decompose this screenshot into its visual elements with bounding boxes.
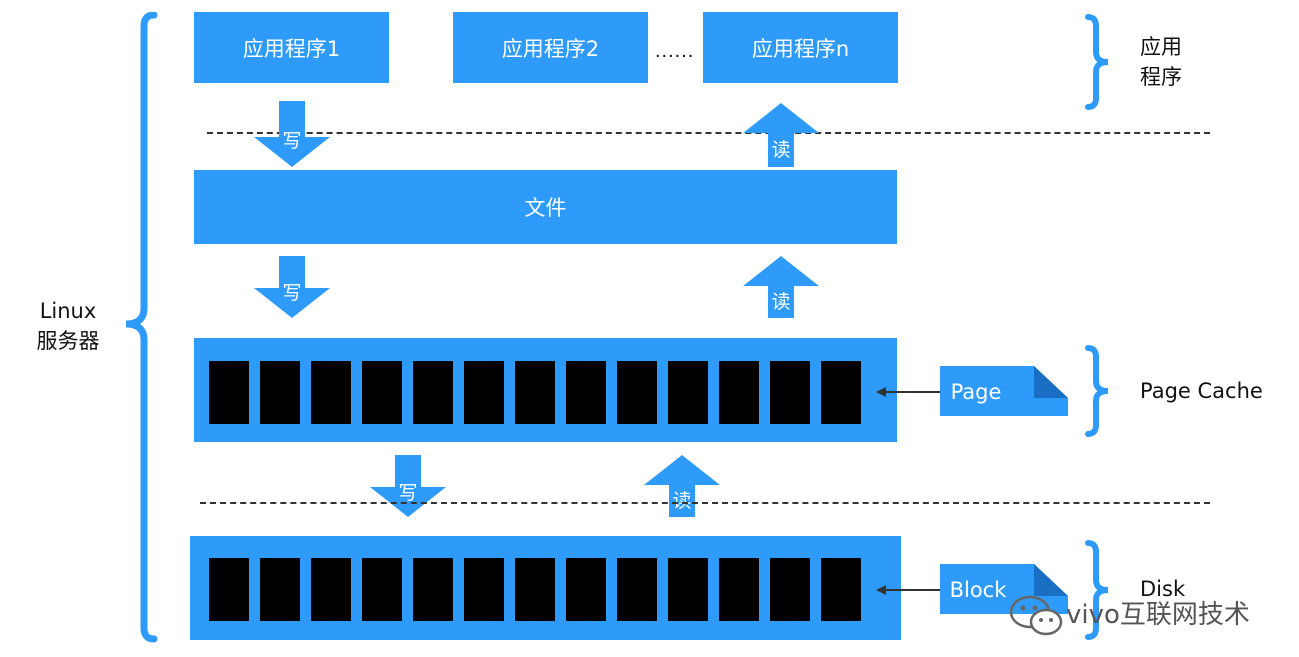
- disk-block: [311, 558, 351, 621]
- app-brace: [1085, 14, 1109, 110]
- disk-label: Disk: [1140, 577, 1186, 601]
- linux-label-line1: Linux: [39, 299, 97, 323]
- page-block: [770, 361, 810, 424]
- write-arrow-2-label: 写: [282, 282, 301, 304]
- read-arrow-3-label: 读: [672, 490, 691, 512]
- app2-label: 应用程序2: [501, 36, 600, 61]
- disk-block: [515, 558, 555, 621]
- block-tag: Block: [876, 564, 1068, 614]
- page-block: [515, 361, 555, 424]
- page-cache-label: Page Cache: [1140, 379, 1263, 403]
- page-cache-blocks: [209, 361, 861, 424]
- page-tag-label: Page: [951, 380, 1002, 404]
- read-arrow-2-label: 读: [771, 291, 790, 313]
- appn-box: 应用程序n: [703, 12, 898, 83]
- disk-block: [668, 558, 708, 621]
- page-block: [209, 361, 249, 424]
- app-side-label: 应用 程序: [1140, 32, 1182, 92]
- write-arrow-1-label: 写: [282, 130, 301, 152]
- page-tag: Page: [876, 366, 1068, 416]
- disk-block: [260, 558, 300, 621]
- page-block: [566, 361, 606, 424]
- disk-block: [719, 558, 759, 621]
- linux-brace: [125, 12, 158, 643]
- disk-block: [362, 558, 402, 621]
- linux-label-line2: 服务器: [36, 329, 100, 353]
- write-arrow-1: 写: [254, 101, 330, 167]
- app1-label: 应用程序1: [242, 36, 341, 61]
- read-arrow-2: 读: [743, 256, 819, 318]
- dashed-divider-user-kernel: [207, 132, 1210, 134]
- disk-block: [464, 558, 504, 621]
- write-arrow-3-label: 写: [398, 482, 417, 504]
- disk-block: [413, 558, 453, 621]
- block-tag-label: Block: [950, 578, 1008, 602]
- ellipsis: ......: [655, 40, 695, 62]
- linux-server-label: Linux 服务器: [34, 296, 102, 356]
- read-arrow-3: 读: [644, 455, 720, 517]
- disk-brace: [1085, 540, 1109, 640]
- page-block: [311, 361, 351, 424]
- app2-box: 应用程序2: [453, 12, 648, 83]
- page-block: [668, 361, 708, 424]
- dashed-divider-memory-disk: [200, 502, 1210, 504]
- file-box: 文件: [194, 170, 897, 244]
- disk-block: [566, 558, 606, 621]
- watermark-text: vivo互联网技术: [1066, 600, 1250, 630]
- disk-block: [209, 558, 249, 621]
- page-cache-brace: [1085, 345, 1109, 437]
- wechat-logo-icon: [1009, 595, 1063, 636]
- read-arrow-1-label: 读: [771, 139, 790, 161]
- app-side-label-line2: 程序: [1140, 65, 1182, 89]
- write-arrow-2: 写: [254, 256, 330, 318]
- page-block: [464, 361, 504, 424]
- disk-block: [617, 558, 657, 621]
- read-arrow-1: 读: [743, 103, 819, 167]
- disk-block: [821, 558, 861, 621]
- page-block: [362, 361, 402, 424]
- app-side-label-line1: 应用: [1140, 35, 1182, 59]
- page-block: [413, 361, 453, 424]
- page-block: [260, 361, 300, 424]
- file-label: 文件: [524, 196, 567, 220]
- page-block: [617, 361, 657, 424]
- app1-box: 应用程序1: [194, 12, 389, 83]
- appn-label: 应用程序n: [751, 36, 850, 61]
- disk-blocks: [209, 558, 861, 621]
- disk-block: [770, 558, 810, 621]
- page-block: [719, 361, 759, 424]
- page-block: [821, 361, 861, 424]
- write-arrow-3: 写: [370, 455, 446, 517]
